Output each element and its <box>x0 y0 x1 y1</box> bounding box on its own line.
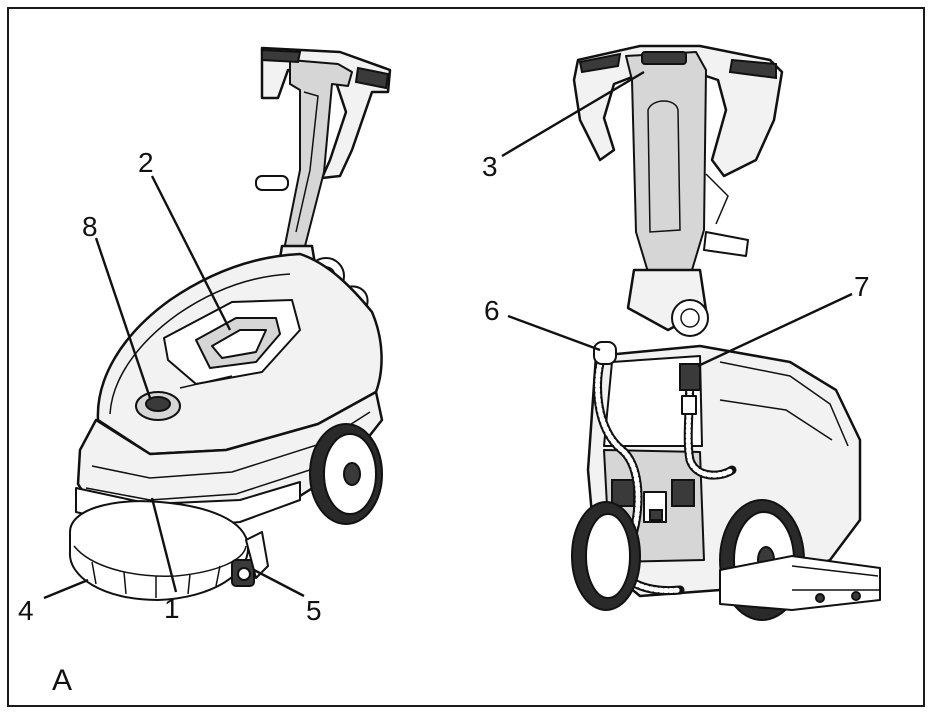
rear-view-machine <box>571 44 881 621</box>
brush-deck-rear <box>719 555 881 611</box>
handle-rear-view <box>572 44 784 337</box>
brush-deck <box>68 500 250 601</box>
recovery-tank <box>96 252 383 456</box>
leader-lines <box>43 70 853 600</box>
callout-3: 3 <box>482 151 498 182</box>
callout-2: 2 <box>138 147 154 178</box>
handle-grip-knob <box>255 175 289 191</box>
rear-wheel-front-view <box>309 423 383 525</box>
front-view-machine <box>68 46 392 601</box>
callout-1: 1 <box>164 593 180 624</box>
drain-hose-cap <box>593 341 617 365</box>
callout-7: 7 <box>854 271 870 302</box>
hose-clip <box>679 363 701 391</box>
callout-5: 5 <box>306 595 322 626</box>
callout-6: 6 <box>484 295 500 326</box>
figure-label: A <box>52 664 72 697</box>
callout-4: 4 <box>18 595 34 626</box>
rear-panel <box>603 355 703 447</box>
callout-8: 8 <box>82 211 98 242</box>
squeegee-pedal <box>231 531 269 587</box>
callout-labels: 2 8 4 1 5 3 6 7 A <box>18 147 870 697</box>
